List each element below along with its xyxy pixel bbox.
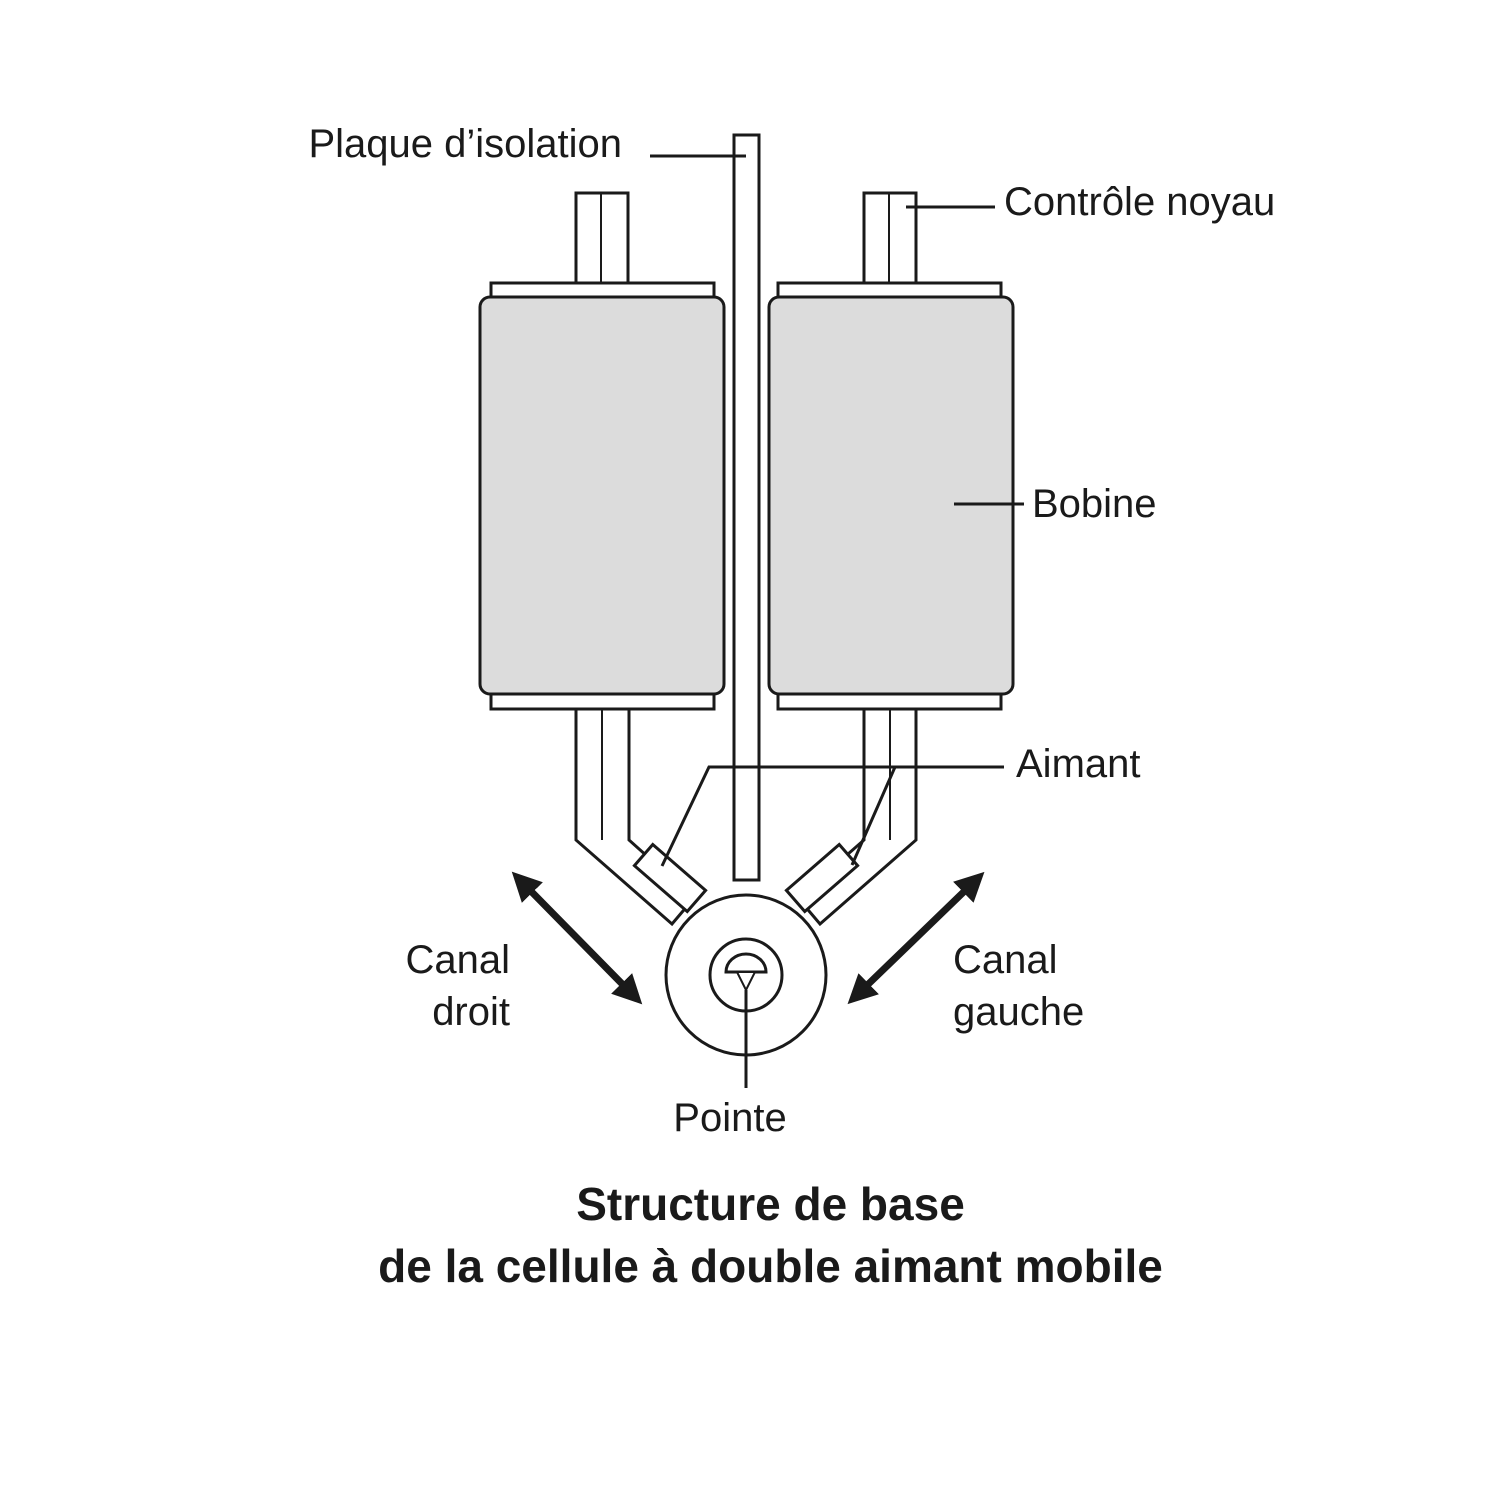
- right-coil: [767, 281, 1015, 711]
- stylus-tip: [724, 952, 768, 974]
- label-core-control: Contrôle noyau: [1004, 180, 1276, 224]
- left-channel-arrow: [847, 871, 985, 1005]
- caption-line-2: de la cellule à double aimant mobile: [378, 1240, 1163, 1292]
- insulation-plate: [732, 133, 761, 882]
- left-core-top: [574, 191, 630, 287]
- label-right-channel-1: Canal: [405, 938, 510, 982]
- label-stylus: Pointe: [673, 1096, 787, 1140]
- right-channel-arrow: [511, 871, 643, 1005]
- label-left-channel-1: Canal: [953, 938, 1058, 982]
- leader-magnet-left: [660, 765, 1004, 867]
- left-magnet: [632, 842, 708, 914]
- label-coil: Bobine: [1032, 482, 1157, 526]
- leader-magnet-right: [850, 766, 897, 866]
- label-right-channel-2: droit: [432, 990, 510, 1034]
- diagram-caption: Structure de base de la cellule à double…: [0, 1173, 1500, 1297]
- right-magnet: [784, 842, 860, 914]
- stylus-point: [735, 971, 757, 993]
- label-left-channel-2: gauche: [953, 990, 1085, 1034]
- label-magnet: Aimant: [1016, 742, 1141, 786]
- left-coil: [478, 281, 726, 711]
- label-insulation-plate: Plaque d’isolation: [308, 122, 622, 166]
- caption-line-1: Structure de base: [576, 1178, 965, 1230]
